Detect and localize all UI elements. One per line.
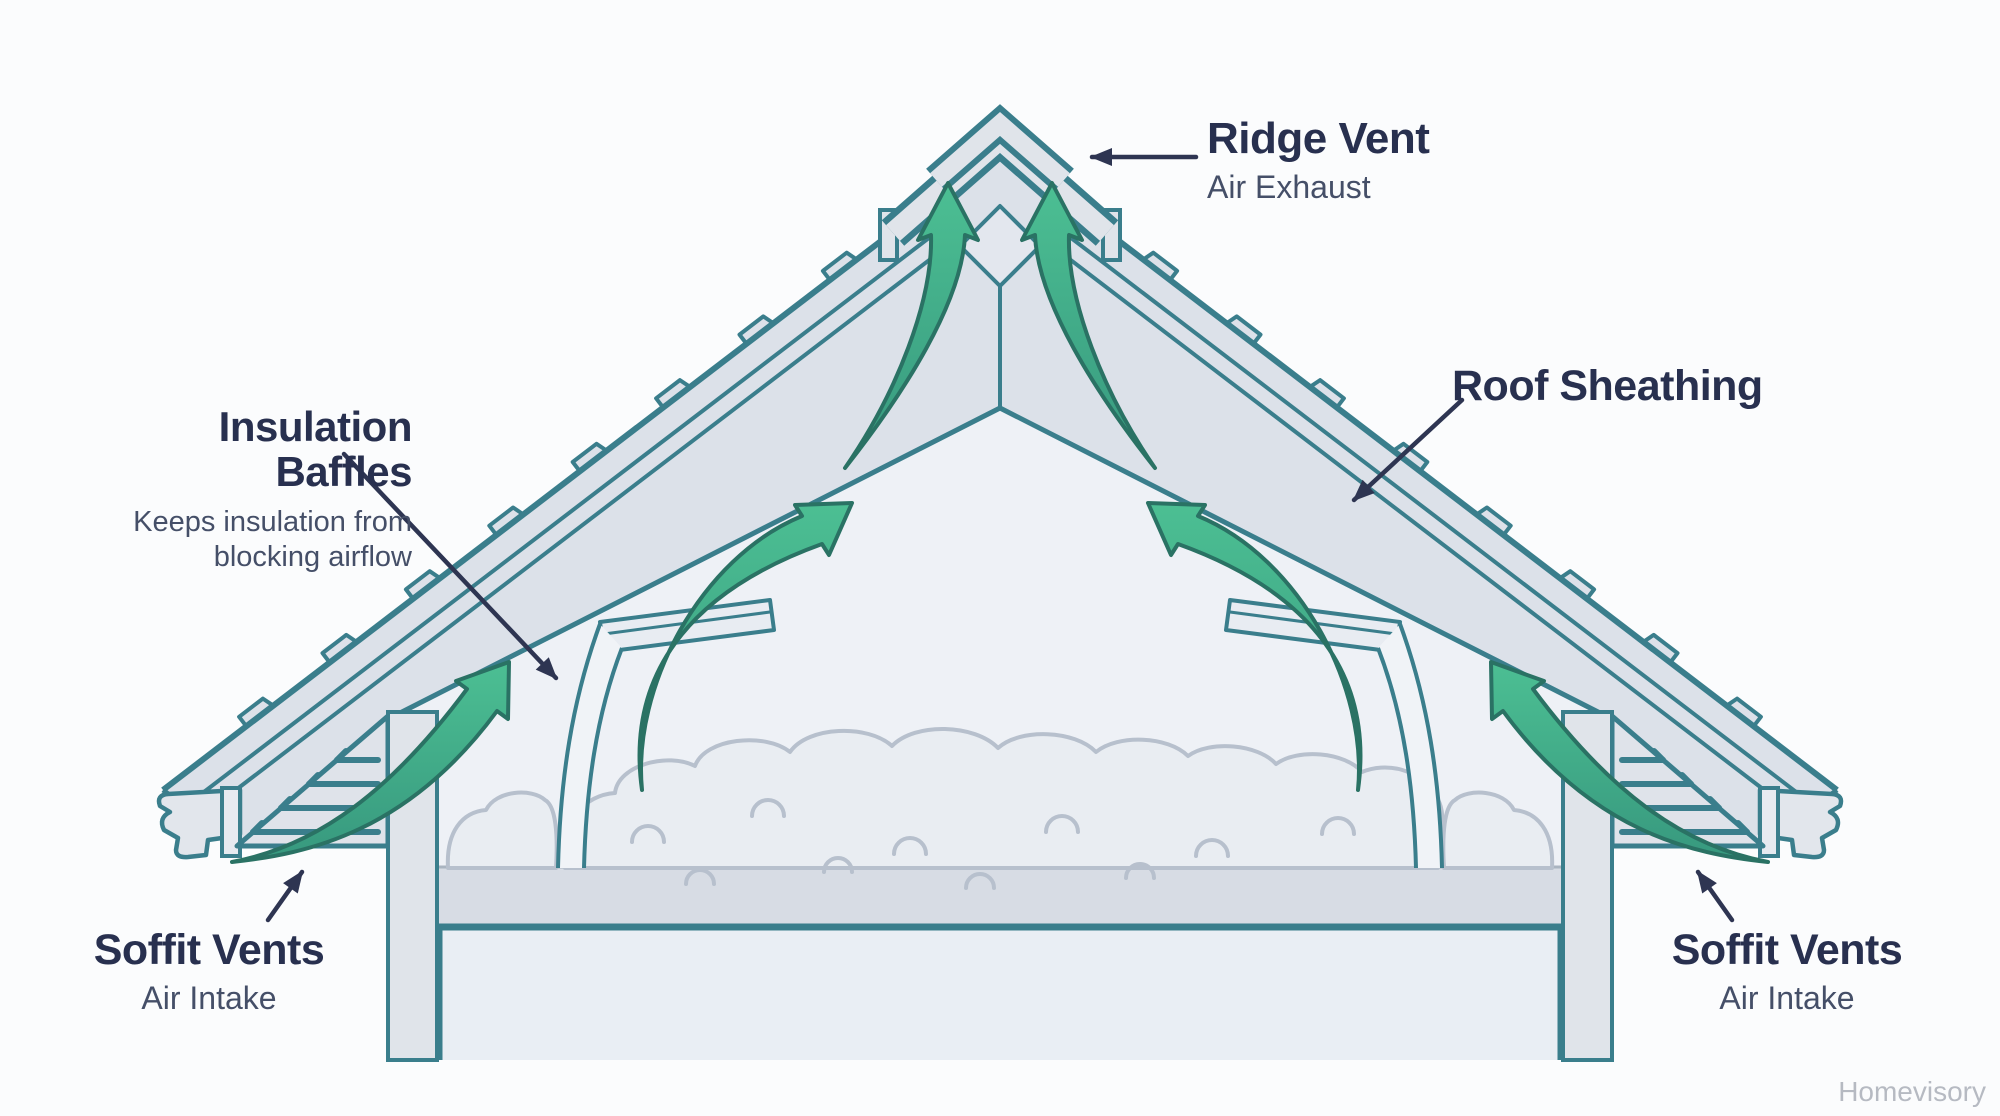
soffit-vents-right-label: Soffit Vents Air Intake [1632,926,1942,1018]
gutter [156,787,243,860]
rafter-underside-line [396,405,1002,717]
roof-half [156,147,1002,1062]
insulation-patch-left [445,790,559,870]
roof-sheathing-pointer-arrow [1351,397,1465,503]
sheathing-line [188,246,947,827]
ridge-vent-subtitle: Air Exhaust [1207,169,1371,206]
soffit-vents-right-title: Soffit Vents [1671,926,1903,974]
attic-insulation [445,727,1555,890]
insulation-baffles-title: Insulation Baffles [218,403,413,496]
ridge-vent-title: Ridge Vent [1207,114,1430,163]
insulation-baffles-label: Insulation Baffles Keeps insulation from… [110,404,412,575]
baffle-channel-outer-edge [556,623,602,869]
ridge-vent-label: Ridge Vent Air Exhaust [1207,114,1430,207]
airflow-arrow-midslope [637,501,854,792]
soffit-vents-left-pointer-arrow [265,869,305,923]
airflow-arrow-eave [230,660,511,864]
soffit-vents-left-title: Soffit Vents [93,926,325,974]
cap-top-chevron-fill [930,112,1070,187]
watermark: Homevisory [1838,1076,1986,1107]
roof-band [163,150,1000,846]
airflow-arrow-ridge-left [843,181,980,470]
shingle-underside-line [177,226,944,813]
label-pointers [265,148,1735,923]
roof-sheathing-label: Roof Sheathing [1452,362,1763,410]
insulation-baffle-channel [558,624,622,868]
room-below [437,930,1563,1060]
ceiling-joist-band [437,866,1563,927]
shingle-outer-edge [161,147,1002,793]
insulation-texture-arcs [630,798,1356,890]
soffit-vents-left-label: Soffit Vents Air Intake [58,926,360,1018]
insulation-baffles-subtitle: Keeps insulation from blocking airflow [133,505,412,574]
soffit-vents-right-pointer-arrow [1695,869,1735,923]
insulation-baffles-pointer-arrow [341,451,559,681]
airflow-arrow-ridge-right [1020,181,1157,470]
soffit-vents-right-subtitle: Air Intake [1719,980,1855,1017]
soffit-vents-left-subtitle: Air Intake [141,980,277,1017]
insulation-main [562,727,1445,870]
roof-sheathing-title: Roof Sheathing [1452,362,1763,410]
baffle-channel-inner-edge [582,647,624,869]
fascia-board [220,786,242,858]
